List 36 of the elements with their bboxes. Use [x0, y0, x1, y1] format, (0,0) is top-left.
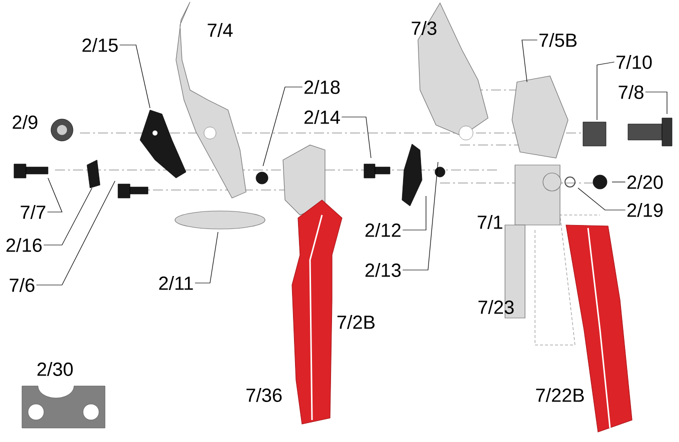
leader-line — [578, 188, 626, 210]
part-number: 2/18 — [304, 80, 340, 94]
part-number: 2/20 — [627, 175, 663, 189]
leader-line — [47, 178, 62, 212]
leader-line — [402, 162, 438, 270]
part-number: 7/5B — [539, 33, 577, 47]
part-number: 7/6 — [10, 278, 34, 292]
part-number: 7/22B — [536, 388, 584, 402]
leader-line — [596, 62, 615, 120]
part-number: 2/15 — [82, 38, 118, 52]
leader-line — [194, 232, 218, 284]
leader-line — [402, 196, 426, 230]
part-number: 7/2B — [337, 315, 375, 329]
leader-line — [43, 188, 92, 246]
part-number: 7/23 — [478, 300, 514, 314]
leader-line — [119, 44, 150, 108]
part-number: 2/9 — [12, 115, 38, 129]
part-number: 2/19 — [627, 203, 663, 217]
part-number: 7/4 — [208, 23, 233, 37]
part-number: 2/30 — [37, 362, 73, 376]
part-number: 7/3 — [412, 21, 436, 35]
part-number: 2/12 — [365, 223, 401, 237]
part-number: 2/14 — [304, 110, 340, 124]
part-number: 2/16 — [6, 238, 42, 252]
part-number: 7/8 — [618, 85, 644, 99]
part-number: 7/10 — [616, 55, 652, 69]
part-number: 2/11 — [159, 276, 193, 290]
leader-line — [522, 40, 538, 82]
part-number: 7/1 — [478, 215, 502, 229]
leader-line — [36, 180, 116, 286]
leader-line — [645, 92, 668, 114]
leader-line — [341, 116, 372, 158]
part-number: 7/36 — [246, 388, 282, 402]
part-number: 7/7 — [20, 205, 46, 219]
leader-line — [262, 86, 303, 166]
part-number: 2/13 — [365, 263, 401, 277]
